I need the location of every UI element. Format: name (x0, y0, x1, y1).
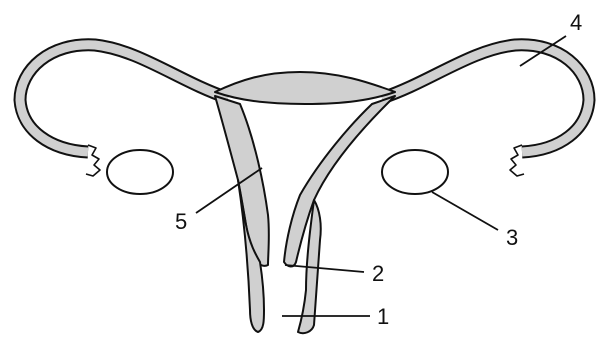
uterus-right-wall (284, 96, 395, 267)
right-fallopian-tube (382, 45, 589, 152)
label-3: 3 (506, 225, 518, 250)
uterus-fundus (215, 72, 395, 104)
label-2: 2 (372, 261, 384, 286)
leader-line-2 (285, 265, 364, 272)
right-ovary (382, 150, 448, 194)
label-4: 4 (570, 10, 582, 35)
leader-line-3 (432, 192, 498, 230)
label-1: 1 (377, 304, 389, 329)
left-fallopian-tube (20, 45, 228, 152)
label-5: 5 (175, 209, 187, 234)
left-ovary (107, 150, 173, 194)
